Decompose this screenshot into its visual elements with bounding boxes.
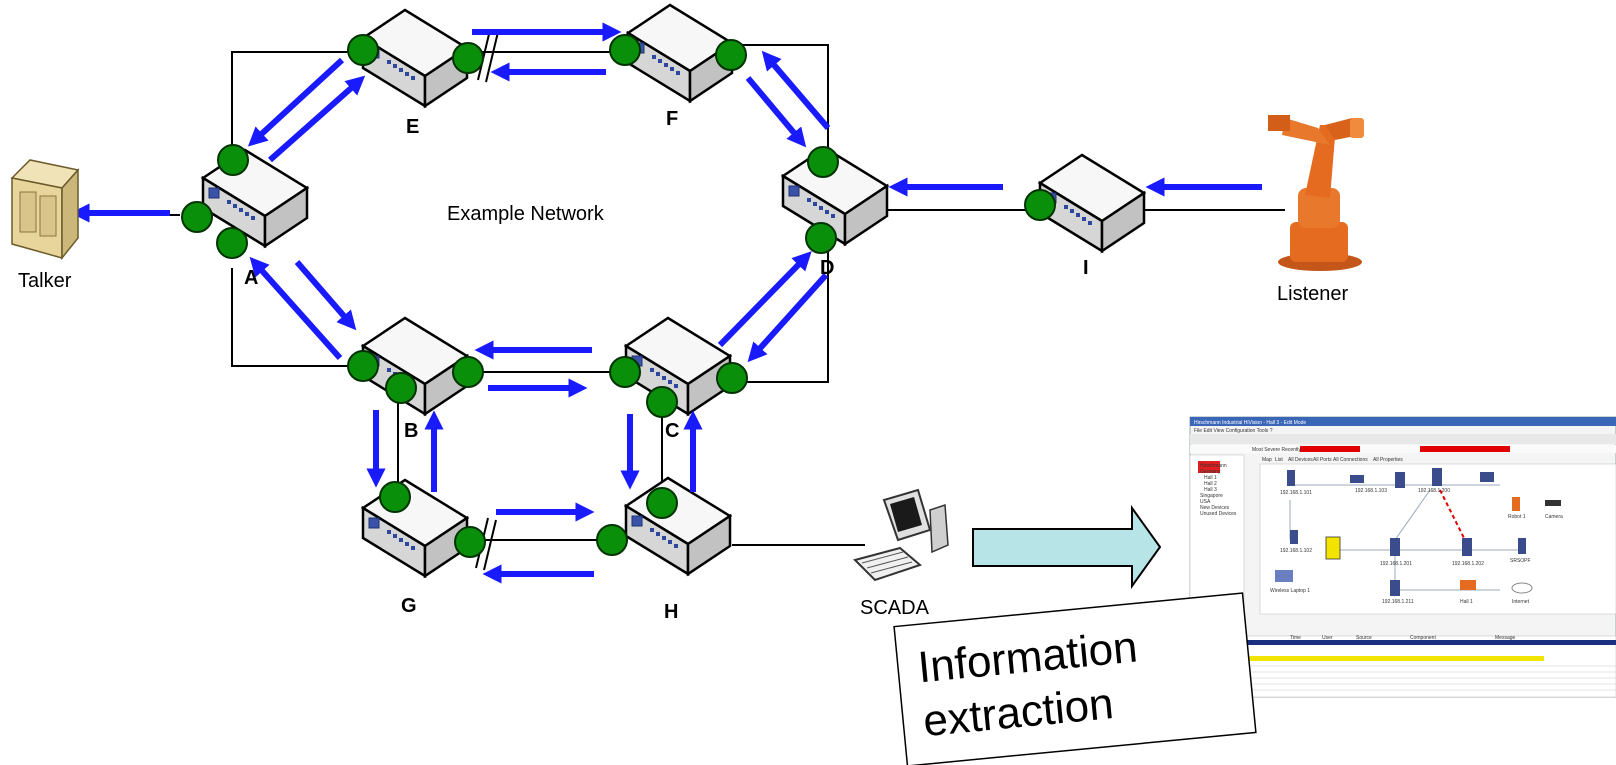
svg-text:192.168.1.201: 192.168.1.201	[1380, 561, 1412, 567]
shot-menu: File Edit View Configuration Tools ?	[1194, 428, 1273, 434]
svg-text:All Connections: All Connections	[1333, 457, 1368, 463]
switch-label-E: E	[406, 116, 419, 138]
network-label: Example Network	[447, 203, 605, 225]
svg-text:Hall 1: Hall 1	[1460, 599, 1473, 605]
switch-G	[361, 478, 469, 578]
svg-text:All Ports: All Ports	[1313, 457, 1332, 463]
svg-text:192.168.1.101: 192.168.1.101	[1280, 490, 1312, 496]
ports	[181, 34, 1056, 558]
listener-label: Listener	[1277, 283, 1348, 305]
shot-title: Hirschmann Industrial HiVision - Hall 3 …	[1194, 420, 1306, 426]
svg-text:Robot 1: Robot 1	[1508, 514, 1526, 520]
shot-tree: Hirschmann Germany Hall 1 Hall 2 Hall 3 …	[1200, 463, 1237, 517]
svg-text:All Properties: All Properties	[1373, 457, 1403, 463]
svg-text:Time: Time	[1290, 635, 1301, 641]
shot-events-status: Most Severe Recently	[1252, 447, 1301, 453]
information-extraction-callout: Information extraction	[893, 592, 1257, 765]
switch-label-H: H	[664, 601, 678, 623]
svg-text:User: User	[1322, 635, 1333, 641]
svg-text:USA: USA	[1200, 499, 1211, 505]
switch-label-F: F	[666, 108, 678, 130]
shot-devices: 192.168.1.101 192.168.1.102 192.168.1.10…	[1270, 488, 1563, 605]
svg-text:Internet: Internet	[1512, 599, 1530, 605]
block-arrow-icon	[972, 504, 1162, 590]
svg-text:Map: Map	[1262, 457, 1272, 463]
svg-text:Hall 2: Hall 2	[1204, 481, 1217, 487]
svg-text:192.168.1.102: 192.168.1.102	[1280, 548, 1312, 554]
svg-text:Germany: Germany	[1200, 469, 1221, 475]
scada-label: SCADA	[860, 597, 930, 619]
switch-label-A: A	[244, 267, 258, 289]
svg-text:Component: Component	[1410, 635, 1436, 641]
network-links	[130, 29, 1285, 571]
switch-E	[361, 8, 469, 108]
svg-text:192.168.1.103: 192.168.1.103	[1355, 488, 1387, 494]
svg-text:Camera: Camera	[1545, 514, 1563, 520]
svg-text:All Devices: All Devices	[1288, 457, 1313, 463]
switch-H	[624, 476, 732, 576]
svg-text:192.168.1.202: 192.168.1.202	[1452, 561, 1484, 567]
svg-text:Unused Devices: Unused Devices	[1200, 511, 1237, 517]
switch-label-C: C	[665, 420, 679, 442]
shot-event-columns: Time User Source Component Message	[1290, 635, 1516, 641]
shot-tabs: Map List All Devices All Ports All Conne…	[1262, 457, 1403, 463]
scada-computer-icon	[853, 488, 949, 582]
traffic-arrows	[70, 22, 1262, 584]
robot-arm-icon	[1268, 115, 1364, 271]
svg-text:Hall 1: Hall 1	[1204, 475, 1217, 481]
switch-C	[624, 316, 732, 416]
svg-text:Hall 3: Hall 3	[1204, 487, 1217, 493]
svg-text:192.168.1.200: 192.168.1.200	[1418, 488, 1450, 494]
svg-text:Source: Source	[1356, 635, 1372, 641]
svg-text:Hirschmann: Hirschmann	[1200, 463, 1227, 469]
svg-text:Singapore: Singapore	[1200, 493, 1223, 499]
talker-label: Talker	[18, 270, 72, 292]
switch-label-G: G	[401, 595, 417, 617]
svg-text:Wireless Laptop 1: Wireless Laptop 1	[1270, 588, 1310, 594]
hivision-screenshot: Hirschmann Industrial HiVision - Hall 3 …	[1189, 416, 1616, 698]
switch-label-B: B	[404, 420, 418, 442]
switch-label-I: I	[1083, 257, 1089, 279]
svg-text:List: List	[1275, 457, 1283, 463]
svg-text:Message: Message	[1495, 635, 1516, 641]
svg-text:SRSOPF: SRSOPF	[1510, 558, 1531, 564]
svg-text:New Devices: New Devices	[1200, 505, 1230, 511]
svg-text:192.168.1.211: 192.168.1.211	[1382, 599, 1414, 605]
talker-server-icon	[10, 159, 80, 261]
switch-label-D: D	[820, 257, 834, 279]
